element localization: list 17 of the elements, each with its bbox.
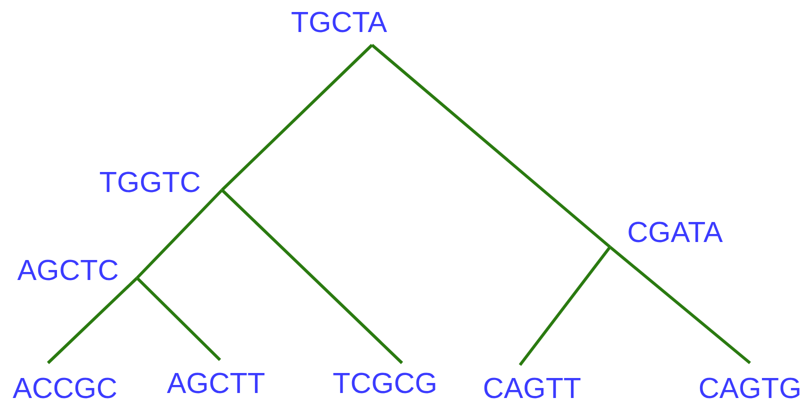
tree-branch	[136, 188, 224, 280]
sequence-label: TGCTA	[292, 12, 388, 32]
tree-branch	[609, 246, 751, 364]
tree-branch	[136, 276, 222, 362]
tree-branch	[220, 44, 374, 192]
sequence-label: TGGTC	[100, 172, 200, 192]
sequence-label: AGCTT	[166, 372, 264, 394]
sequence-label: AGCTC	[17, 260, 118, 280]
sequence-label: CAGTG	[700, 378, 800, 398]
sequence-label: CGATA	[628, 222, 723, 242]
tree-branch	[46, 276, 138, 364]
sequence-label: ACCGC	[12, 378, 116, 398]
tree-branch	[371, 44, 611, 248]
sequence-label: CAGTT	[484, 378, 580, 398]
tree-branch	[220, 188, 404, 364]
tree-branch	[518, 246, 612, 366]
sequence-label: TCGCG	[333, 372, 436, 394]
